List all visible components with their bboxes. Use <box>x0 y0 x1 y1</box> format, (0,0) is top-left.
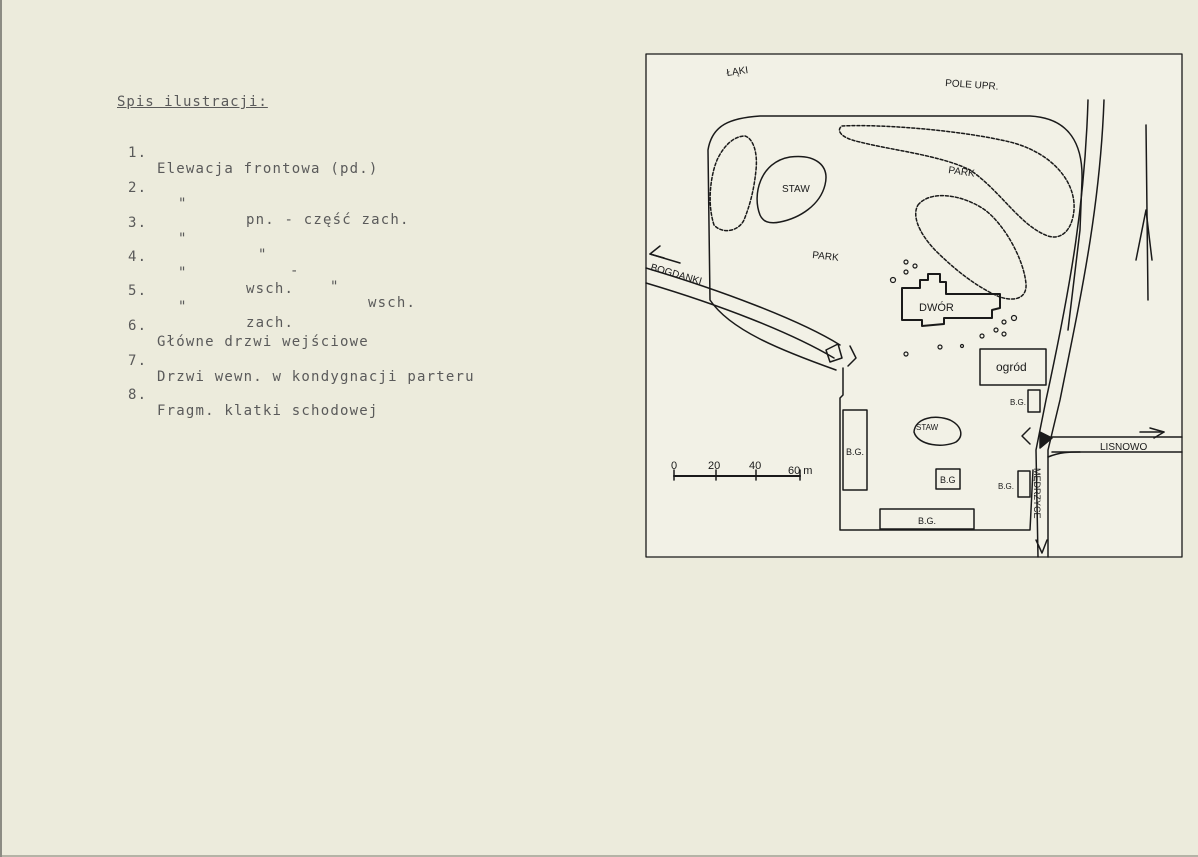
label-bg-west: B.G. <box>846 447 864 457</box>
list-item: 7. Drzwi wewn. w kondygnacji parteru <box>128 337 474 401</box>
label-bg-south: B.G. <box>918 516 936 526</box>
label-staw-north: STAW <box>782 184 810 195</box>
item-text: - <box>290 263 300 279</box>
manor-house <box>901 273 1001 327</box>
farm-building-east <box>1017 470 1031 498</box>
item-text: Główne drzwi wejściowe <box>157 334 369 350</box>
item-number: 2. <box>128 180 148 196</box>
list-item: 1. Elewacja frontowa (pd.) <box>128 129 377 193</box>
item-number: 1. <box>128 145 148 161</box>
property-wall <box>839 367 1034 531</box>
road-medrzyce-east <box>1047 99 1105 558</box>
label-bg-east: B.G. <box>998 482 1014 491</box>
item-text: Drzwi wewn. w kondygnacji parteru <box>157 369 475 385</box>
label-park-north: PARK <box>948 165 976 180</box>
label-bg-northeast: B.G. <box>1010 398 1026 407</box>
north-arrow-head <box>1135 209 1153 261</box>
scale-tick-20: 20 <box>708 460 720 472</box>
arrow-medrzyce <box>1035 539 1048 554</box>
label-ogrod: ogród <box>996 360 1027 374</box>
ditto-mark: " <box>178 299 188 315</box>
scale-tick-40: 40 <box>749 460 761 472</box>
label-pole-upr: POLE UPR. <box>945 78 999 93</box>
label-laki: ŁĄKI <box>726 65 749 79</box>
road-bogdanki-south <box>645 282 835 359</box>
garden-plot <box>979 348 1047 386</box>
item-number: 4. <box>128 249 148 265</box>
tree-clump-north <box>838 124 1075 238</box>
ditto-mark: " <box>178 196 188 212</box>
gate-marker <box>825 343 843 363</box>
label-medrzyce: MĘDRZYCE <box>1032 468 1042 519</box>
item-text: Elewacja frontowa (pd.) <box>157 161 379 177</box>
item-text: zach. <box>246 315 295 331</box>
scale-tick-0: 0 <box>671 460 677 472</box>
label-bg-center: B.G <box>940 475 956 485</box>
list-item: 8. Fragm. klatki schodowej <box>128 371 377 435</box>
farm-building-center <box>935 468 961 490</box>
list-item: 3. " " - " wsch. <box>128 199 415 327</box>
entrance-arrow <box>1039 431 1053 449</box>
item-number: 8. <box>128 387 148 403</box>
list-item: 6. Główne drzwi wejściowe <box>128 302 368 366</box>
pond-north <box>756 155 827 224</box>
farm-building-northeast <box>1027 389 1041 413</box>
park-boundary <box>707 115 1083 371</box>
tree-clump-center <box>914 194 1027 300</box>
item-text: pn. - część zach. <box>246 212 410 228</box>
farm-building-south <box>879 508 975 530</box>
item-number: 5. <box>128 283 148 299</box>
scale-tick-60m: 60 m <box>788 465 812 477</box>
ditto-mark: " <box>258 247 268 263</box>
tree-clump-west <box>709 135 758 232</box>
road-medrzyce-west <box>1035 99 1089 558</box>
label-lisnowo: LISNOWO <box>1100 442 1147 453</box>
map-frame <box>645 53 1183 558</box>
item-text: Fragm. klatki schodowej <box>157 403 379 419</box>
ditto-mark: " <box>178 231 188 247</box>
pond-south <box>913 416 962 446</box>
ditto-mark: " <box>330 279 340 295</box>
tree-dots <box>889 259 1018 357</box>
item-number: 3. <box>128 215 148 231</box>
item-text: wsch. <box>246 281 295 297</box>
list-item: 4. " wsch. <box>128 233 293 313</box>
list-item: 2. " pn. - część zach. <box>128 164 409 244</box>
item-number: 6. <box>128 318 148 334</box>
label-staw-south: STAW <box>916 423 939 432</box>
farm-building-west <box>842 409 868 491</box>
list-item: 5. " zach. <box>128 267 293 347</box>
ditto-mark: " <box>178 265 188 281</box>
list-heading: Spis ilustracji: <box>117 94 268 110</box>
road-bogdanki-north <box>645 267 841 346</box>
label-park-west: PARK <box>812 250 840 264</box>
item-number: 7. <box>128 353 148 369</box>
item-text: wsch. <box>368 295 417 311</box>
label-dwor: DWÓR <box>919 301 954 314</box>
